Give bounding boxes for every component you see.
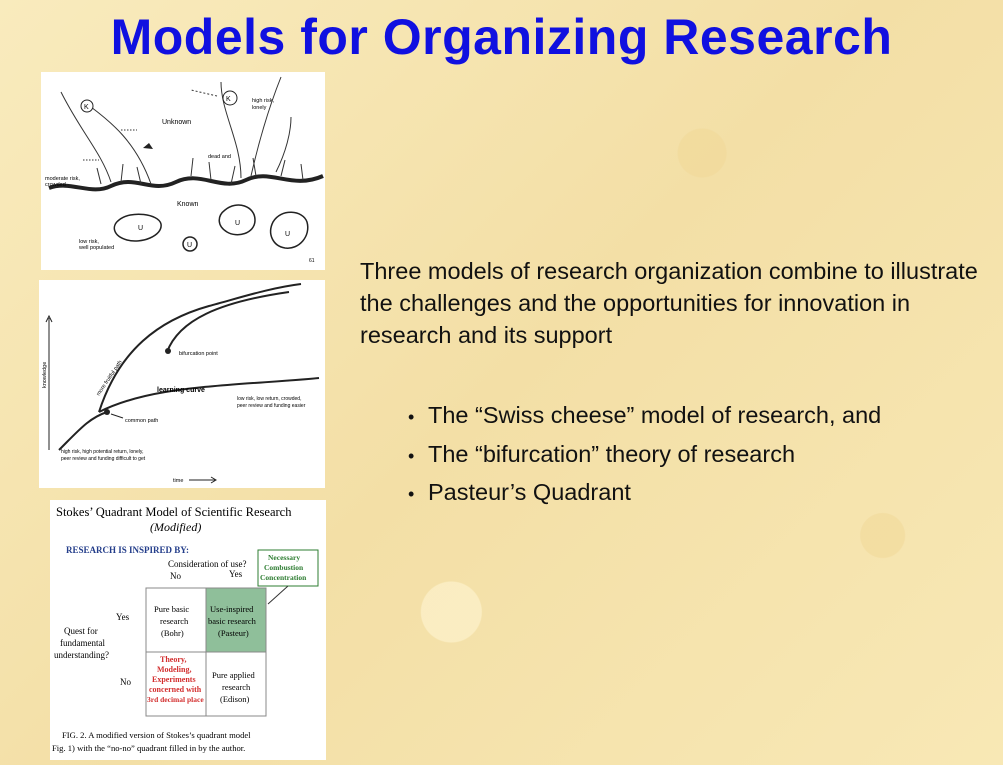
bifurcation-diagram: knowledge bifurcation point more fruitfu… <box>39 280 325 488</box>
k-label: K <box>84 104 89 111</box>
u-label: U <box>138 225 143 232</box>
learning-curve-label: learning curve <box>157 387 205 394</box>
bullet-icon: • <box>408 407 415 427</box>
bullet-text: Pasteur’s Quadrant <box>428 479 631 505</box>
known-label: Known <box>177 201 199 208</box>
bifurcation-point-label: bifurcation point <box>179 351 218 357</box>
row-no-label: No <box>120 677 131 687</box>
bohr-line: (Bohr) <box>161 628 184 638</box>
bohr-line: research <box>160 616 189 626</box>
list-item: • The “Swiss cheese” model of research, a… <box>408 396 881 435</box>
more-fruitful-label: more fruitful path <box>96 360 124 398</box>
corner-number: 61 <box>309 258 315 264</box>
callout-line: Necessary <box>268 553 300 562</box>
swiss-cheese-diagram: K K high risk, lonely Unknown dead and m… <box>41 72 325 270</box>
stokes-title: Stokes’ Quadrant Model of Scientific Res… <box>56 505 292 519</box>
low-risk-label: well populated <box>78 245 114 251</box>
dead-end-label: dead and <box>208 154 231 160</box>
quest-line: fundamental <box>60 638 105 648</box>
theory-line: Theory, <box>160 655 186 664</box>
pasteur-line: basic research <box>208 616 257 626</box>
low-risk-label: peer review and funding easier <box>237 403 306 409</box>
theory-line: Experiments <box>152 675 196 684</box>
bullet-text: The “Swiss cheese” model of research, an… <box>428 402 882 428</box>
caption-line: Fig. 1) with the “no-no” quadrant filled… <box>52 743 245 753</box>
pasteur-line: (Pasteur) <box>218 628 249 638</box>
high-risk-label: high risk, high potential return, lonely… <box>61 449 143 455</box>
col-no-label: No <box>170 571 181 581</box>
stokes-quadrant-diagram: Stokes’ Quadrant Model of Scientific Res… <box>50 500 326 760</box>
bohr-line: Pure basic <box>154 604 189 614</box>
y-axis-label: knowledge <box>42 362 48 388</box>
callout-line: Combustion <box>264 563 304 572</box>
unknown-label: Unknown <box>162 119 191 126</box>
consideration-label: Consideration of use? <box>168 559 246 569</box>
u-label: U <box>285 231 290 238</box>
u-label: U <box>187 242 192 249</box>
moderate-risk-label: crowded <box>45 182 66 188</box>
slide-title: Models for Organizing Research <box>110 9 893 65</box>
high-risk-label: high risk, <box>252 98 274 104</box>
bullet-icon: • <box>408 445 415 466</box>
bullet-list: • The “Swiss cheese” model of research, a… <box>408 396 881 512</box>
intro-text: Three models of research organization co… <box>360 258 978 348</box>
edison-line: (Edison) <box>220 694 249 704</box>
caption-line: FIG. 2. A modified version of Stokes’s q… <box>62 730 251 740</box>
k-label: K <box>226 96 231 103</box>
col-yes-label: Yes <box>229 569 243 579</box>
theory-line: 3rd decimal place <box>147 695 204 704</box>
list-item: • Pasteur’s Quadrant <box>408 473 881 512</box>
bullet-text: The “bifurcation” theory of research <box>428 440 796 467</box>
u-label: U <box>235 220 240 227</box>
stokes-subtitle: (Modified) <box>150 520 201 534</box>
list-item: • The “bifurcation” theory of research <box>408 435 881 474</box>
common-path-label: common path <box>125 418 158 424</box>
high-risk-label: lonely <box>252 105 267 111</box>
edison-line: Pure applied <box>212 670 255 680</box>
quest-line: understanding? <box>54 650 109 660</box>
low-risk-label: low risk, <box>79 239 99 245</box>
bullet-icon: • <box>408 484 415 504</box>
theory-line: concerned with <box>149 685 202 694</box>
theory-line: Modeling, <box>157 665 191 674</box>
callout-line: Concentration <box>260 573 307 582</box>
low-risk-label: low risk, low return, crowded, <box>237 396 301 402</box>
pasteur-line: Use-inspired <box>210 604 254 614</box>
x-axis-label: time <box>173 478 183 484</box>
row-yes-label: Yes <box>116 612 130 622</box>
inspired-by-label: RESEARCH IS INSPIRED BY: <box>66 545 189 555</box>
edison-line: research <box>222 682 251 692</box>
moderate-risk-label: moderate risk, <box>45 176 80 182</box>
quest-line: Quest for <box>64 626 98 636</box>
high-risk-label: peer review and funding difficult to get <box>61 456 146 462</box>
